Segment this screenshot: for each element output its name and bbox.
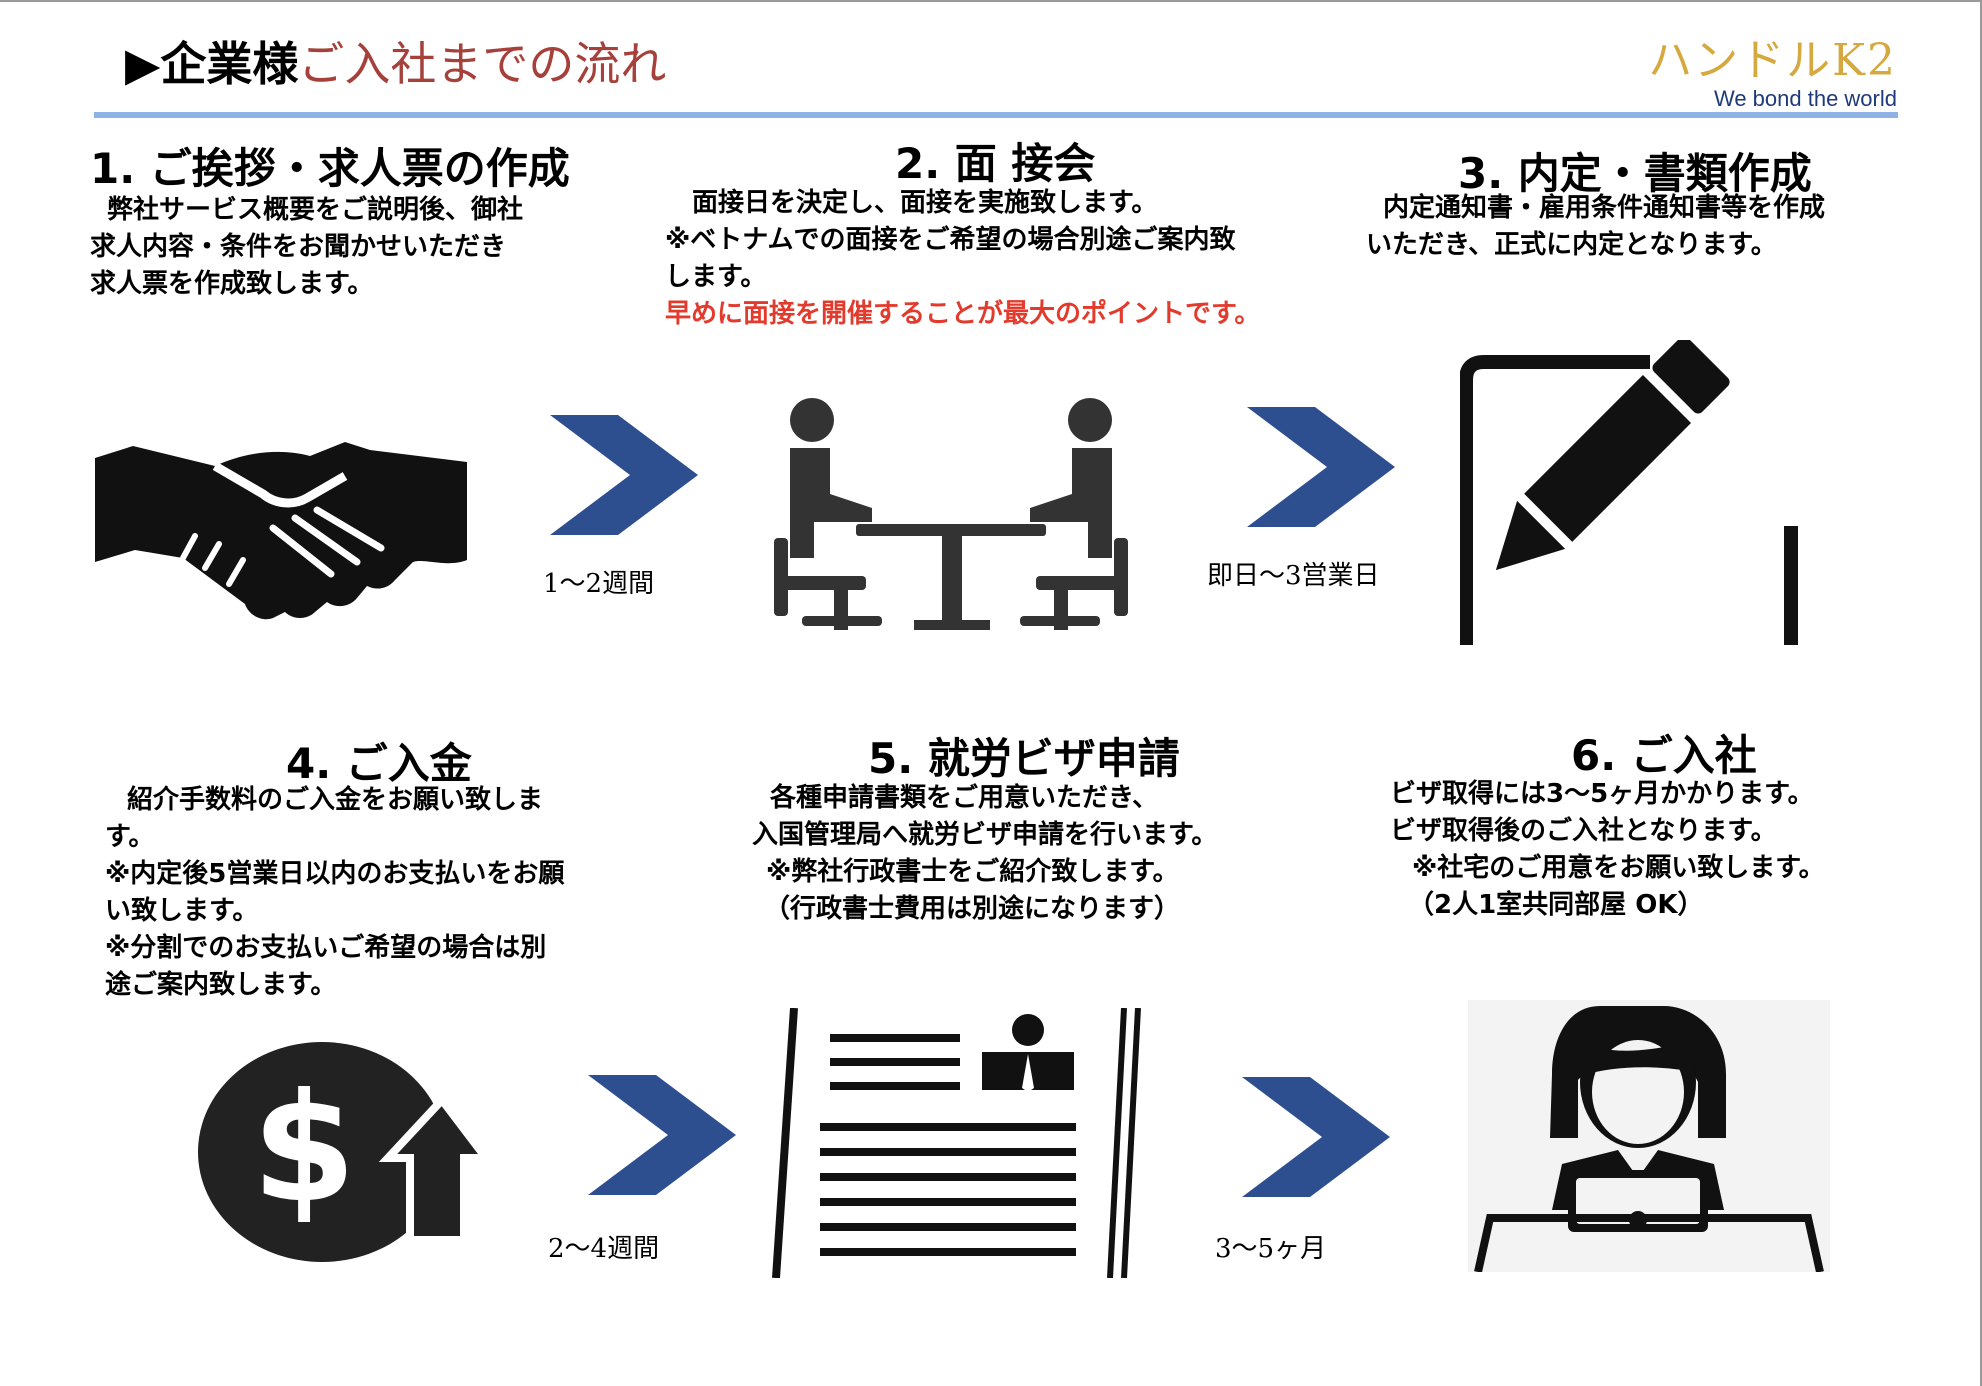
chevron-right-icon [550,415,698,535]
step-6-line: ビザ取得後のご入社となります。 [1390,816,1777,846]
duration-label: 2〜4週間 [548,1234,660,1264]
duration-label: 1〜2週間 [543,569,655,599]
dollar-up-icon: $ [198,1042,486,1262]
svg-text:$: $ [252,1062,356,1236]
step-2-title: 2. 面 接会 [895,139,1096,188]
chevron-right-icon [1247,407,1395,527]
step-3-body: 内定通知書・雇用条件通知書等を作成 いただき、正式に内定となります。 [1366,190,1825,264]
step-1-title: 1. ご挨拶・求人票の作成 [90,144,570,193]
step-5-line: ※弊社行政書士をご紹介致します。 [766,857,1179,887]
step-5-body: 各種申請書類をご用意いただき、 入国管理局へ就労ビザ申請を行います。 ※弊社行政… [752,780,1217,928]
step-4-line: ※分割でのお支払いご希望の場合は別 [105,933,547,963]
office-worker-icon [1468,1000,1830,1272]
step-6-body: ビザ取得には3〜5ヶ月かかります。 ビザ取得後のご入社となります。 ※社宅のご用… [1390,776,1825,924]
header-divider [94,112,1898,118]
step-5-title: 5. 就労ビザ申請 [868,734,1180,783]
step-6-line: （2人1室共同部屋 OK） [1408,890,1704,920]
step-4-line: い致します。 [105,896,259,926]
step-4-line: 途ご案内致します。 [105,970,337,1000]
interview-icon [774,398,1128,630]
resume-icon [772,1008,1141,1278]
chevron-right-icon [588,1075,736,1195]
step-6-line: ビザ取得には3〜5ヶ月かかります。 [1390,779,1814,809]
step-5-line: 入国管理局へ就労ビザ申請を行います。 [752,820,1218,850]
chevron-right-icon [1242,1077,1390,1197]
step-4-body: 紹介手数料のご入金をお願い致しま す。 ※内定後5営業日以内のお支払いをお願 い… [105,782,564,1004]
duration-label: 即日〜3営業日 [1207,561,1380,591]
step-5-line: （行政書士費用は別途になります） [764,894,1181,924]
step-2-line: ※ベトナムでの面接をご希望の場合別途ご案内致 [665,225,1236,255]
page-title-accent: ご入社までの流れ [298,37,667,91]
step-2-line: 面接日を決定し、面接を実施致します。 [692,188,1158,218]
step-4-line: 紹介手数料のご入金をお願い致しま [127,785,544,815]
page-right-edge [1980,0,1982,1386]
step-1-body: 弊社サービス概要をご説明後、御社 求人内容・条件をお聞かせいただき 求人票を作成… [90,192,523,303]
step-4-line: す。 [105,822,155,852]
step-6-line: ※社宅のご用意をお願い致します。 [1412,853,1825,883]
step-2-line: します。 [665,262,767,292]
step-2-highlight: 早めに面接を開催することが最大のポイントです。 [665,299,1261,329]
brand-name: ハンドルK2 [1648,35,1897,86]
step-1-line: 求人内容・条件をお聞かせいただき [90,232,507,262]
page-title: ▶企業様ご入社までの流れ [125,28,666,94]
page-top-edge [0,0,1982,2]
handshake-icon [95,442,467,620]
page-title-prefix: ▶企業様 [125,37,299,91]
step-3-line: 内定通知書・雇用条件通知書等を作成 [1383,193,1826,223]
step-4-title: 4. ご入金 [286,739,472,788]
step-6-title: 6. ご入社 [1571,731,1757,780]
step-3-title: 3. 内定・書類作成 [1458,149,1812,198]
step-3-line: いただき、正式に内定となります。 [1366,230,1777,260]
step-5-line: 各種申請書類をご用意いただき、 [770,783,1159,813]
brand-tagline: We bond the world [1713,86,1897,111]
step-1-line: 求人票を作成致します。 [90,269,374,299]
step-2-body: 面接日を決定し、面接を実施致します。 ※ベトナムでの面接をご希望の場合別途ご案内… [665,185,1260,333]
step-1-line: 弊社サービス概要をご説明後、御社 [107,195,524,225]
step-4-line: ※内定後5営業日以内のお支払いをお願 [105,859,565,889]
duration-label: 3〜5ヶ月 [1215,1234,1327,1264]
document-pen-icon [1460,340,1798,645]
brand-logo: ハンドルK2 We bond the world [1648,24,1897,112]
